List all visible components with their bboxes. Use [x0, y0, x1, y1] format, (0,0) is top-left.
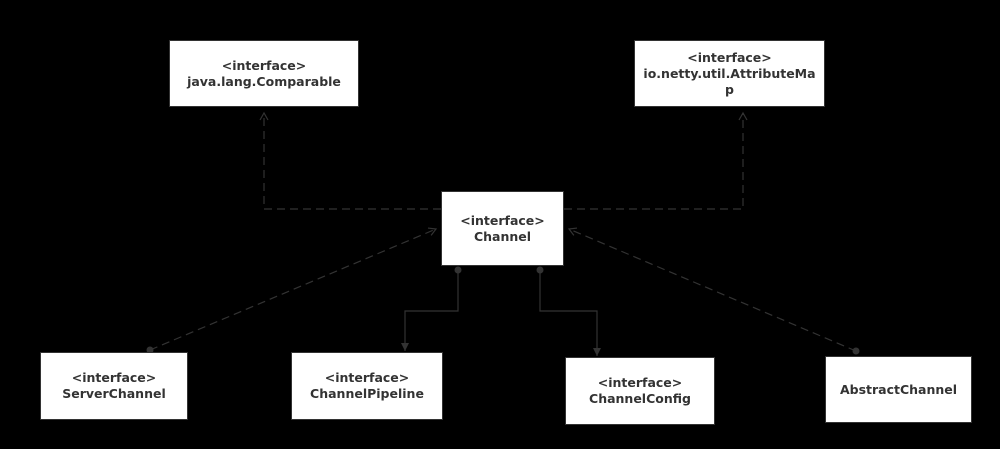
node-serverchannel[interactable]: <interface> ServerChannel	[40, 352, 188, 420]
edge-config-tail-dot	[536, 266, 544, 274]
edge-pipeline-tail-dot	[454, 266, 462, 274]
class-name: ChannelConfig	[589, 391, 691, 406]
node-attributemap[interactable]: <interface> io.netty.util.AttributeMap	[634, 40, 825, 107]
stereotype-label: <interface>	[460, 212, 545, 228]
node-java-lang-comparable[interactable]: <interface> java.lang.Comparable	[169, 40, 359, 107]
edge-channel-to-config	[539, 270, 601, 356]
stereotype-label: <interface>	[324, 370, 410, 385]
class-name: ChannelPipeline	[310, 386, 424, 401]
stereotype-label: <interface>	[687, 49, 772, 65]
edge-channel-to-attributemap	[564, 111, 748, 210]
edge-channel-to-pipeline	[401, 270, 459, 351]
edge-serverchannel-to-channel	[149, 227, 438, 351]
class-name: java.lang.Comparable	[187, 73, 341, 89]
class-name: AbstractChannel	[839, 381, 958, 397]
stereotype-label: <interface>	[597, 375, 683, 390]
node-channelconfig[interactable]: <interface> ChannelConfig	[565, 357, 715, 425]
class-name: Channel	[473, 228, 532, 244]
edge-serverchannel-tail-dot	[146, 346, 154, 354]
node-abstractchannel[interactable]: AbstractChannel	[825, 356, 972, 423]
class-name: io.netty.util.AttributeMap	[643, 65, 816, 97]
edge-abstractchannel-tail-dot	[852, 347, 860, 355]
class-name: ServerChannel	[62, 386, 166, 401]
edge-abstractchannel-to-channel	[567, 227, 857, 352]
node-channelpipeline[interactable]: <interface> ChannelPipeline	[291, 352, 443, 420]
node-channel[interactable]: <interface> Channel	[441, 191, 564, 266]
stereotype-label: <interface>	[221, 57, 307, 73]
edge-channel-to-comparable	[259, 111, 441, 210]
stereotype-label: <interface>	[71, 370, 157, 385]
